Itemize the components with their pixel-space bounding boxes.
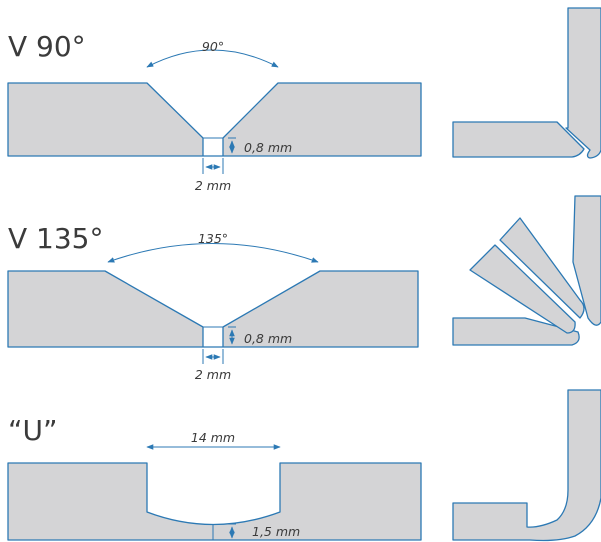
v135-bent-sheet-horizontal bbox=[452, 317, 580, 346]
v90-section: V 90° 90° 0,8 mm 2 mm bbox=[7, 7, 601, 193]
v135-groove-profile bbox=[7, 270, 419, 348]
v135-angle-arc bbox=[107, 243, 319, 263]
u-width-label: 14 mm bbox=[191, 430, 235, 445]
v90-angle-arc bbox=[146, 49, 279, 68]
u-groove-profile bbox=[7, 462, 422, 541]
v135-depth-label: 0,8 mm bbox=[244, 331, 292, 346]
v90-title: V 90° bbox=[8, 30, 86, 63]
v135-bent-sheet-lower-arm bbox=[469, 244, 576, 334]
v135-angle-label: 135° bbox=[198, 231, 228, 246]
u-depth-label: 1,5 mm bbox=[252, 524, 300, 539]
v90-bent-sheet-horizontal bbox=[452, 121, 585, 158]
v90-width-label: 2 mm bbox=[195, 178, 231, 193]
u-section: “U” 14 mm 1,5 mm bbox=[7, 389, 601, 542]
v135-bent-sheet-upper-arm bbox=[499, 217, 585, 319]
v90-depth-label: 0,8 mm bbox=[244, 140, 292, 155]
v90-angle-label: 90° bbox=[202, 39, 224, 54]
u-title: “U” bbox=[8, 414, 58, 447]
v135-section: V 135° 135° 0,8 mm 2 mm bbox=[7, 195, 601, 382]
v90-bent-sheet-vertical bbox=[565, 7, 601, 159]
v135-width-label: 2 mm bbox=[195, 367, 231, 382]
v90-groove-profile bbox=[7, 82, 422, 157]
v135-title: V 135° bbox=[8, 222, 104, 255]
u-bent-sheet bbox=[452, 389, 601, 542]
v90-bend-slot bbox=[556, 121, 585, 150]
